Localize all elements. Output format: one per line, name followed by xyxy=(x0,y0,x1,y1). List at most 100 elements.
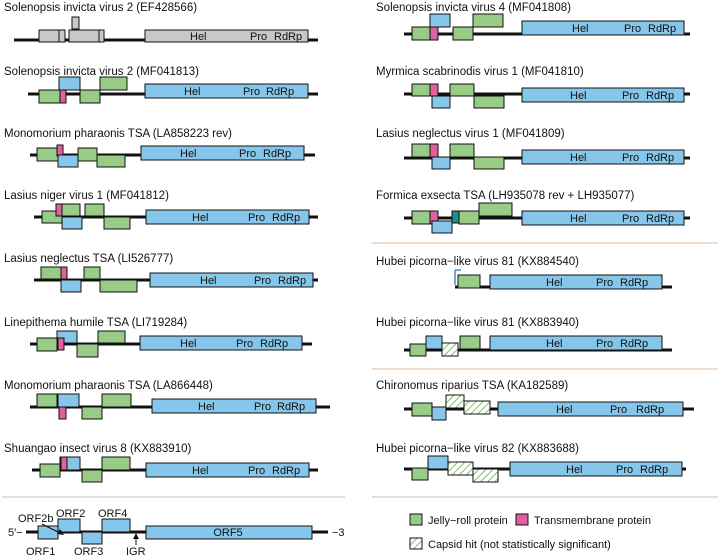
transmembrane-orf xyxy=(429,143,439,158)
jelly-roll-orf xyxy=(459,335,481,350)
polyprotein-orf xyxy=(139,335,303,351)
orf2-box xyxy=(57,518,81,533)
gray-orf xyxy=(68,29,100,43)
capsid-hit-orf xyxy=(445,394,465,409)
jelly-roll-orf xyxy=(409,343,427,357)
pro-label: Pro xyxy=(250,31,267,43)
orf2b-label: ORF2b xyxy=(18,513,53,525)
row-title-13: Hubei picorna−like virus 81 (KX884540) xyxy=(376,256,579,268)
genome-row-12: Hel Pro RdRp xyxy=(404,202,690,234)
hel-label: Hel xyxy=(570,152,587,164)
jelly-roll-orf xyxy=(478,202,513,217)
rdrp-label: RdRp xyxy=(277,401,305,413)
row-title-10: Myrmica scabrinodis virus 1 (MF041810) xyxy=(376,66,584,78)
orf1-box xyxy=(37,525,59,540)
jelly-roll-orf xyxy=(97,330,126,344)
genome-row-16: Hel Pro RdRp xyxy=(404,455,686,483)
orf5-label: ORF5 xyxy=(213,527,242,539)
hel-label: Hel xyxy=(192,212,209,224)
jelly-roll-orf xyxy=(96,154,126,168)
hel-label: Hel xyxy=(192,465,209,477)
orf1-label: ORF1 xyxy=(26,546,55,558)
hel-label: Hel xyxy=(556,404,573,416)
pro-label: Pro xyxy=(248,465,265,477)
jelly-roll-orf xyxy=(457,274,481,289)
jelly-roll-orf xyxy=(84,203,105,217)
jelly-roll-orf xyxy=(81,406,103,420)
transmembrane-orf xyxy=(57,337,65,351)
polyprotein-orf xyxy=(140,145,305,161)
jelly-roll-orf xyxy=(83,266,101,280)
hel-label: Hel xyxy=(570,213,587,225)
genome-row-14: Hel Pro RdRp xyxy=(404,335,672,357)
polyprotein-orf xyxy=(144,83,309,99)
jelly-roll-orf xyxy=(101,456,131,471)
pro-label: Pro xyxy=(622,213,639,225)
row-title-2: Solenopsis invicta virus 2 (MF041813) xyxy=(4,66,199,78)
rdrp-label: RdRp xyxy=(646,152,674,164)
orf3-label: ORF3 xyxy=(74,546,103,558)
five-prime-label: 5′− xyxy=(8,527,23,539)
jelly-roll-orf xyxy=(411,467,429,481)
genome-row-5: Hel Pro RdRp xyxy=(34,266,318,293)
jelly-roll-orf xyxy=(473,156,505,170)
transmembrane-orf xyxy=(60,456,68,471)
jelly-roll-orf xyxy=(76,343,99,358)
row-title-5: Lasius neglectus TSA (LI526777) xyxy=(4,253,173,265)
genome-row-10: Hel Pro RdRp xyxy=(404,83,690,109)
hel-label: Hel xyxy=(180,338,197,350)
gray-orf xyxy=(71,16,80,30)
rdrp-label: RdRp xyxy=(646,213,674,225)
row-titles: Solenopsis invicta virus 2 (EF428566) So… xyxy=(4,2,635,455)
jelly-roll-orf xyxy=(452,26,474,41)
orf4-box xyxy=(101,518,131,533)
orf3-box xyxy=(81,531,103,545)
polyprotein-orf xyxy=(57,154,79,168)
jelly-roll-orf xyxy=(411,143,431,158)
legend-jelly-roll-label: Jelly−roll protein xyxy=(428,515,508,527)
rdrp-label: RdRp xyxy=(263,148,291,160)
pro-label: Pro xyxy=(616,464,633,476)
pro-label: Pro xyxy=(236,338,253,350)
rdrp-label: RdRp xyxy=(272,212,300,224)
genome-row-13: Hel Pro RdRp xyxy=(454,269,672,290)
transmembrane-orf xyxy=(429,26,439,41)
row-title-14: Hubei picorna−like virus 81 (KX883940) xyxy=(376,317,579,329)
row-title-12: Formica exsecta TSA (LH935078 rev + LH93… xyxy=(376,190,635,202)
row-title-7: Monomorium pharaonis TSA (LA866448) xyxy=(4,380,213,392)
polyprotein-orf xyxy=(497,401,684,417)
polyprotein-orf xyxy=(521,149,685,165)
pro-label: Pro xyxy=(610,404,627,416)
hel-label: Hel xyxy=(184,86,201,98)
polyprotein-orf xyxy=(521,210,685,226)
polyprotein-orf xyxy=(60,279,82,293)
hel-label: Hel xyxy=(572,23,589,35)
capsid-hit-orf xyxy=(441,342,459,357)
jelly-roll-orf xyxy=(411,26,431,41)
transmembrane-orf xyxy=(59,89,67,104)
genome-row-3: Hel Pro RdRp xyxy=(30,144,315,168)
jelly-roll-orf xyxy=(103,216,131,230)
hel-label: Hel xyxy=(200,275,217,287)
jelly-roll-swatch xyxy=(409,513,423,526)
capsid-hit-orf xyxy=(463,400,491,415)
jelly-roll-orf xyxy=(473,95,505,109)
jelly-roll-orf xyxy=(411,210,431,225)
orf5-box xyxy=(145,525,313,540)
gray-orf xyxy=(38,29,60,43)
row-title-9: Solenopsis invicta virus 4 (MF041808) xyxy=(376,2,571,14)
genome-row-6: Hel Pro RdRp xyxy=(30,330,312,358)
rdrp-label: RdRp xyxy=(272,465,300,477)
row-title-8: Shuangao insect virus 8 (KX883910) xyxy=(4,443,191,455)
genome-row-1: Hel Pro RdRp xyxy=(14,16,318,43)
legend-capsid-label: Capsid hit (not statistically significan… xyxy=(428,539,611,551)
legend-transmembrane-label: Transmembrane protein xyxy=(534,515,651,527)
jelly-roll-orf xyxy=(39,463,61,478)
transmembrane-swatch xyxy=(515,513,529,526)
capsid-hit-orf xyxy=(447,461,474,476)
gray-orf xyxy=(58,29,66,43)
rdrp-label: RdRp xyxy=(274,31,302,43)
orf-key: 5′− −3 ORF5 ORF2b ORF2 ORF4 ORF1 ORF3 IG… xyxy=(8,508,345,558)
row-title-15: Chironomus riparius TSA (KA182589) xyxy=(376,380,568,392)
polyprotein-orf xyxy=(431,220,453,234)
